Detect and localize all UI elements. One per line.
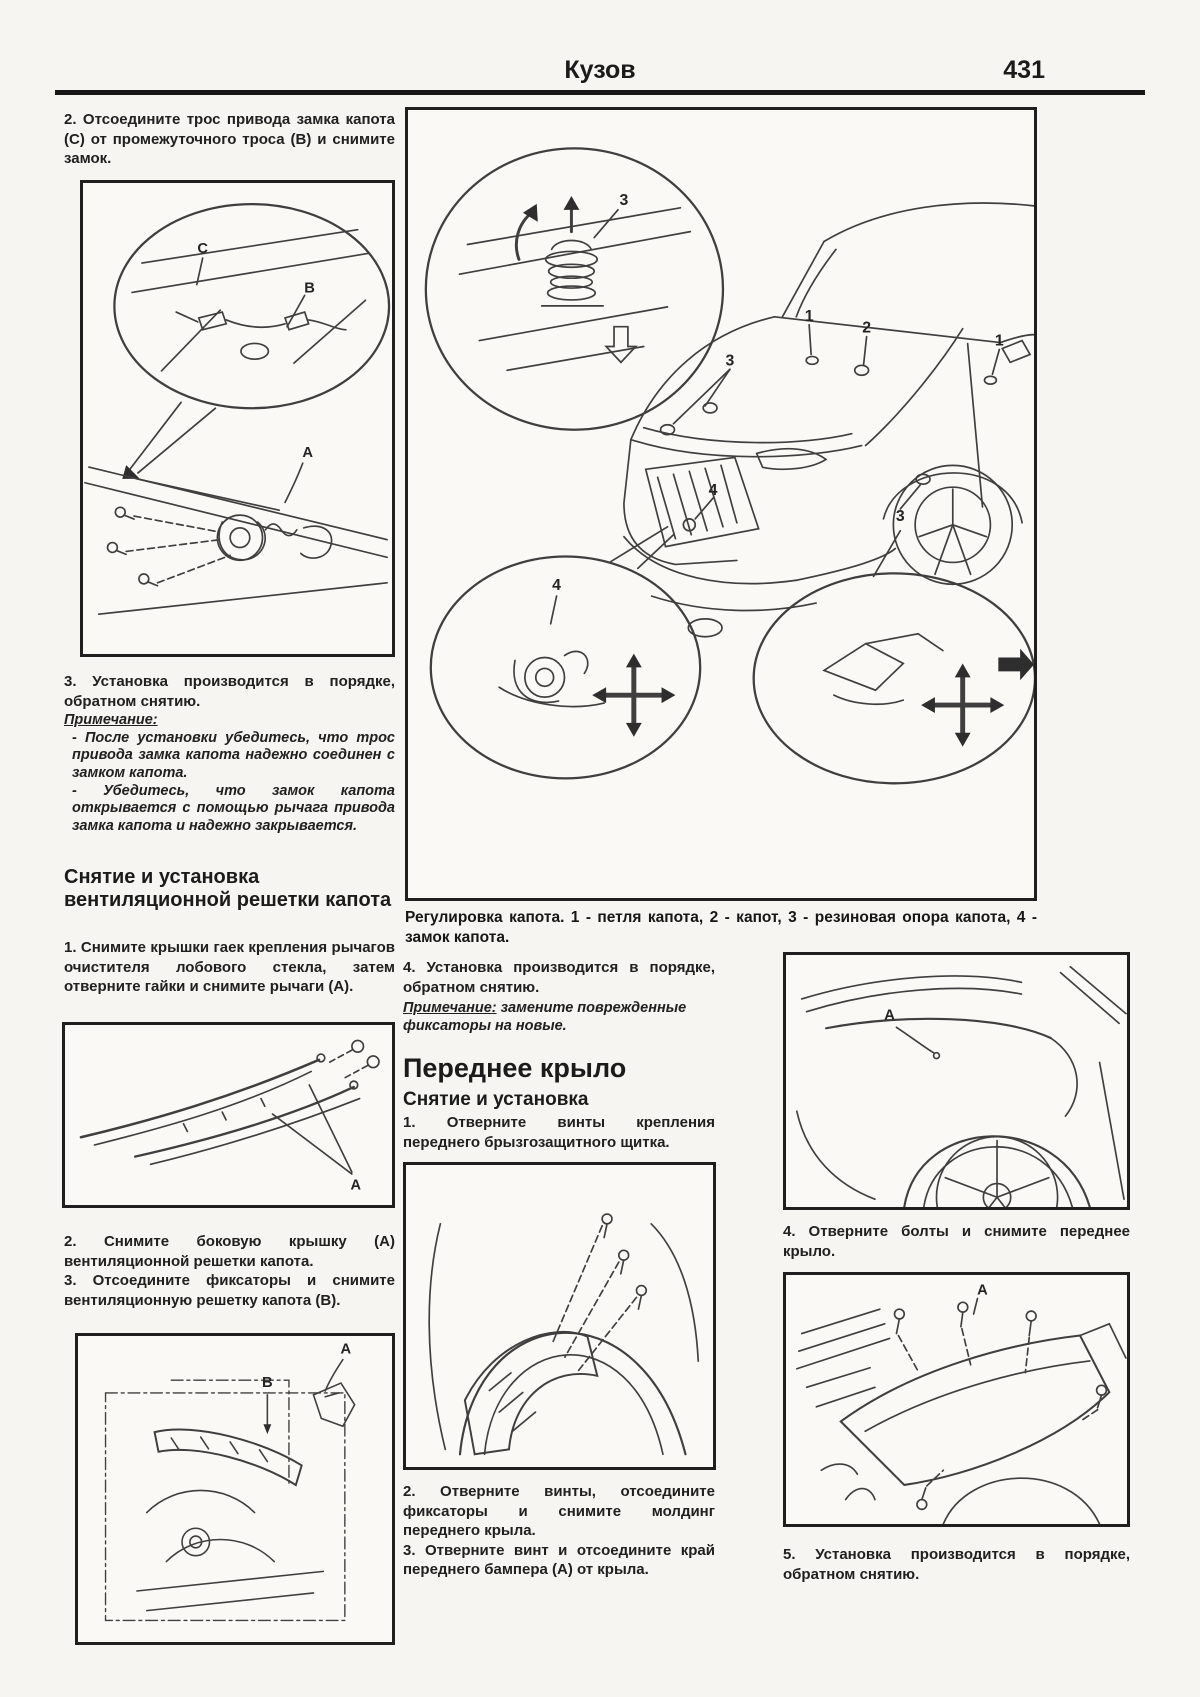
front-fender-drawing: A bbox=[795, 965, 1127, 1207]
leader-a bbox=[324, 1358, 344, 1392]
note-item: - Убедитесь, что замок капота открываетс… bbox=[72, 782, 395, 835]
label-c: C bbox=[197, 241, 208, 257]
heading-front-fender: Переднее крыло bbox=[403, 1053, 627, 1083]
note-title: Примечание: bbox=[403, 1000, 497, 1016]
step-remove-wipers: 1. Снимите крышки гаек крепления рычагов… bbox=[64, 939, 395, 995]
page-title: Кузов bbox=[564, 56, 636, 84]
step-bumper: 3. Отверните винт и отсоедините край пер… bbox=[403, 1541, 715, 1579]
down-arrow-icon bbox=[604, 325, 638, 364]
steps-vent-grille: 2. Снимите боковую крышку (А) вентиляцио… bbox=[64, 1232, 395, 1310]
label-b: B bbox=[262, 1375, 273, 1391]
figure-fender-bolts: A bbox=[783, 1272, 1130, 1527]
label-stops-left: 3 bbox=[726, 352, 735, 369]
figure-cowl-grille: A B bbox=[75, 1333, 395, 1645]
figure-hood-adjustment: 3 1 2 1 3 4 3 4 bbox=[405, 107, 1037, 901]
figure-caption-hood-adjustment: Регулировка капота. 1 - петля капота, 2 … bbox=[405, 909, 1037, 947]
bolt-icon bbox=[893, 1301, 1108, 1511]
leader-a bbox=[308, 1084, 353, 1173]
four-way-arrow-icon bbox=[921, 663, 1005, 747]
leader-a bbox=[972, 1297, 979, 1315]
figure-wiper-arms: A bbox=[62, 1022, 395, 1208]
section-title-vent-grille: Снятие и установка вентиляционной решетк… bbox=[64, 866, 392, 912]
label-a: A bbox=[884, 1007, 895, 1023]
step-disconnect-cable: 2. Отсоедините трос привода замка капота… bbox=[64, 111, 395, 167]
label-a: A bbox=[302, 445, 313, 461]
leader-a bbox=[284, 462, 304, 504]
leader-c bbox=[195, 257, 204, 286]
step-molding: 2. Отверните винты, отсоедините фиксатор… bbox=[403, 1483, 715, 1539]
note-item: - После установки убедитесь, что трос пр… bbox=[72, 729, 395, 782]
label-lock-on-car: 4 bbox=[709, 482, 718, 499]
leader-a bbox=[895, 1026, 935, 1054]
subheading-removal-installation: Снятие и установка bbox=[403, 1089, 589, 1110]
label-a: A bbox=[977, 1283, 988, 1299]
step-side-cover: 2. Снимите боковую крышку (А) вентиляцио… bbox=[64, 1233, 395, 1270]
label-hinge-right: 1 bbox=[995, 333, 1004, 350]
cowl-grille-drawing: A B bbox=[104, 1342, 356, 1622]
label-hood: 2 bbox=[862, 320, 871, 337]
step-install-lock: 3. Установка производится в порядке, обр… bbox=[64, 673, 395, 710]
step-install-fender: 5. Установка производится в порядке, обр… bbox=[783, 1546, 1130, 1583]
figure-front-fender: A bbox=[783, 952, 1130, 1210]
label-stop-right: 3 bbox=[896, 508, 905, 525]
label-hinge-left: 1 bbox=[805, 308, 814, 325]
screw-icon bbox=[601, 1213, 648, 1310]
four-way-arrow-icon bbox=[592, 653, 676, 737]
header-rule bbox=[55, 90, 1145, 95]
label-lock-bubble: 4 bbox=[552, 577, 561, 594]
label-a: A bbox=[341, 1342, 352, 1358]
figure-splash-shield bbox=[403, 1162, 716, 1470]
note-text: замените поврежденные фиксаторы на новые… bbox=[403, 1000, 687, 1034]
steps-molding-bumper: 2. Отверните винты, отсоедините фиксатор… bbox=[403, 1482, 715, 1580]
step-splash-shield: 1. Отверните винты крепления переднего б… bbox=[403, 1114, 715, 1151]
step-vent-grille: 3. Отсоедините фиксаторы и снимите венти… bbox=[64, 1272, 395, 1309]
splash-shield-drawing bbox=[428, 1213, 700, 1456]
step-install-clips: 4. Установка производится в порядке, обр… bbox=[403, 959, 715, 996]
note-title: Примечание: bbox=[64, 712, 158, 728]
label-bubble-stop: 3 bbox=[620, 192, 629, 209]
bolt-icon bbox=[106, 506, 159, 587]
wiper-arms-drawing: A bbox=[79, 1039, 380, 1194]
figure-hood-lock: C B A bbox=[80, 180, 395, 657]
step-remove-fender: 4. Отверните болты и снимите переднее кр… bbox=[783, 1223, 1130, 1260]
right-arrow-icon bbox=[998, 648, 1034, 681]
note-block: Примечание: замените поврежденные фиксат… bbox=[403, 1000, 715, 1035]
fender-bolts-drawing: A bbox=[796, 1283, 1127, 1524]
page-number: 431 bbox=[1003, 56, 1045, 84]
hood-adjustment-drawing: 3 1 2 1 3 4 3 4 bbox=[424, 147, 1034, 785]
leader-b bbox=[286, 294, 306, 328]
label-b: B bbox=[304, 280, 315, 296]
hood-lock-drawing: C B A bbox=[84, 203, 391, 616]
note-block: Примечание: - После установки убедитесь,… bbox=[64, 712, 395, 836]
label-a: A bbox=[351, 1178, 362, 1194]
nut-icon bbox=[351, 1039, 380, 1069]
rotate-arrow-icon bbox=[514, 210, 535, 261]
